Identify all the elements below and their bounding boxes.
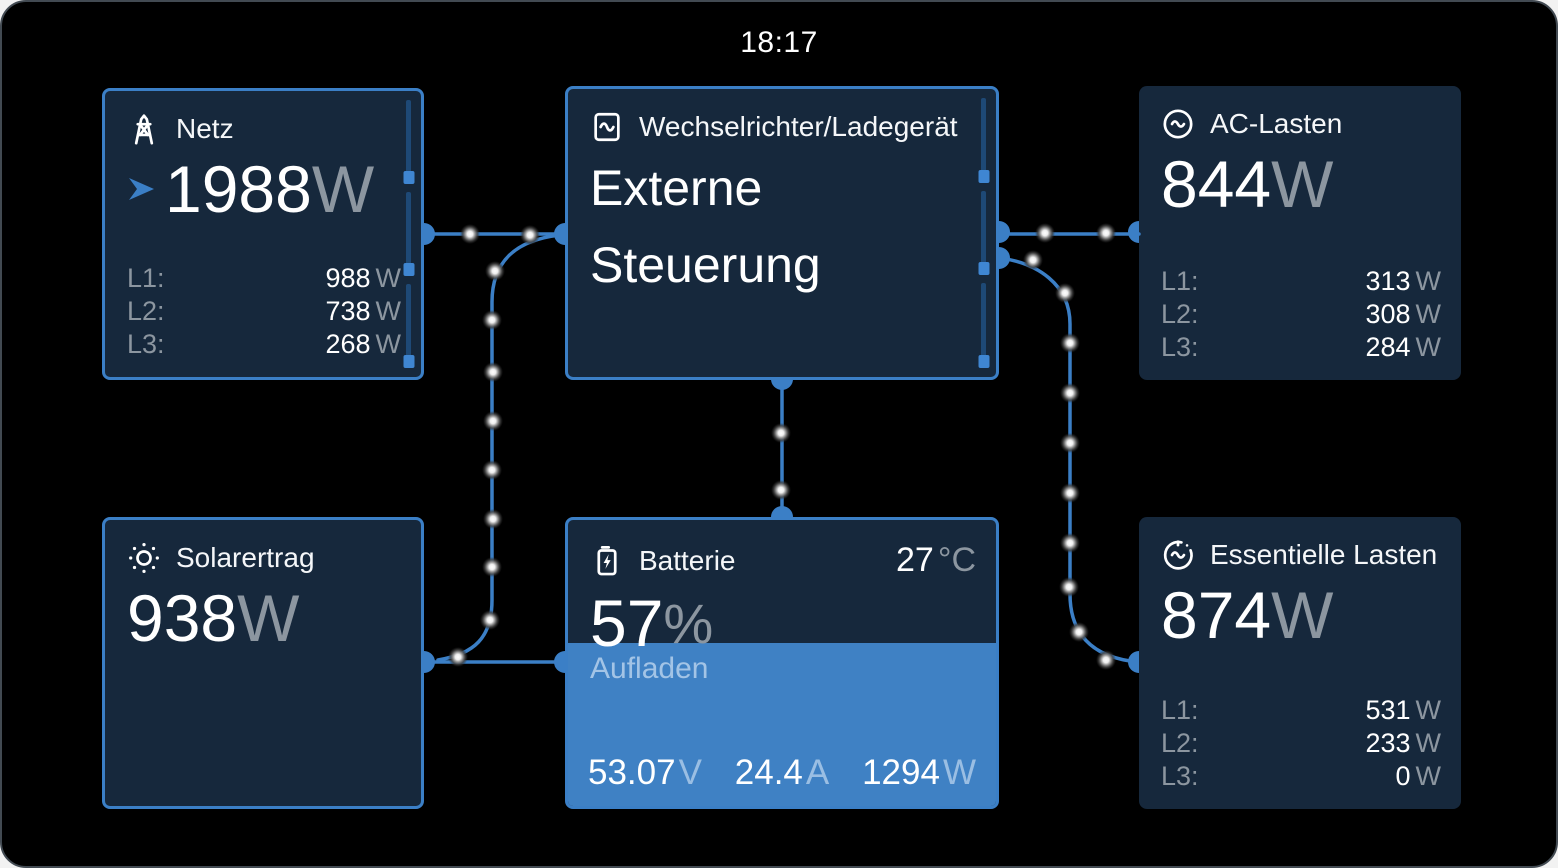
flow-dot bbox=[1060, 383, 1080, 403]
flow-dot bbox=[1059, 577, 1079, 597]
gauge-marker bbox=[978, 355, 989, 369]
connector-node bbox=[1128, 651, 1139, 673]
flow-dot bbox=[480, 610, 500, 630]
flow-dot bbox=[771, 480, 791, 500]
sun-icon bbox=[127, 541, 161, 575]
flow-dot bbox=[482, 310, 502, 330]
card-battery[interactable]: Batterie 27°C 57% Aufladen 53.07V 24.4A … bbox=[565, 517, 999, 809]
flow-dot bbox=[520, 225, 540, 245]
battery-soc: 57% bbox=[590, 586, 714, 660]
connector-node bbox=[1128, 221, 1139, 243]
card-title: Essentielle Lasten bbox=[1210, 539, 1438, 570]
flow-dot bbox=[1035, 223, 1055, 243]
battery-measurements: 53.07V 24.4A 1294W bbox=[588, 753, 976, 793]
battery-power: 1294W bbox=[862, 753, 976, 792]
flow-dot bbox=[1096, 223, 1116, 243]
gauge-segment bbox=[403, 284, 414, 368]
flow-dot bbox=[482, 460, 502, 480]
card-title: Wechselrichter/Ladegerät bbox=[639, 111, 958, 142]
flow-dot bbox=[1023, 250, 1043, 270]
gauge-marker bbox=[978, 262, 989, 276]
connector-node bbox=[771, 379, 793, 390]
card-title: Netz bbox=[176, 113, 234, 144]
import-arrow-icon bbox=[129, 178, 154, 200]
flow-dot bbox=[1060, 533, 1080, 553]
flow-dot bbox=[1096, 650, 1116, 670]
connector-node bbox=[554, 651, 565, 673]
battery-voltage: 53.07V bbox=[588, 753, 702, 792]
flow-dot bbox=[771, 423, 791, 443]
flow-dot bbox=[485, 261, 505, 281]
inverter-status: Externe Steuerung bbox=[590, 160, 821, 293]
connector-node bbox=[771, 506, 793, 517]
connector-node bbox=[999, 247, 1010, 269]
status-clock: 18:17 bbox=[740, 26, 818, 59]
gauge-marker bbox=[403, 263, 414, 276]
gauge-segment bbox=[978, 190, 989, 276]
flow-dot bbox=[483, 362, 503, 382]
gauge-marker bbox=[403, 355, 414, 368]
flow-dot bbox=[1060, 483, 1080, 503]
flow-dot bbox=[1060, 333, 1080, 353]
flow-dot bbox=[482, 557, 502, 577]
card-title: Batterie bbox=[639, 544, 736, 576]
flow-dot bbox=[1060, 433, 1080, 453]
flow-dot bbox=[460, 224, 480, 244]
gauge-segment bbox=[403, 100, 414, 184]
flow-dot bbox=[1055, 283, 1075, 303]
flow-line-inverter-to-essential bbox=[998, 256, 1132, 663]
flow-dot bbox=[483, 411, 503, 431]
battery-icon bbox=[590, 544, 624, 578]
card-inverter[interactable]: Wechselrichter/Ladegerät Externe Steueru… bbox=[565, 86, 999, 380]
card-title: Solarertrag bbox=[176, 542, 315, 573]
battery-state: Aufladen bbox=[590, 651, 709, 685]
gauge-marker bbox=[403, 171, 414, 184]
battery-soc-fill bbox=[568, 642, 996, 806]
three-phase-gauge bbox=[978, 98, 989, 369]
flow-dot bbox=[483, 509, 503, 529]
ac-loads-icon bbox=[1161, 107, 1195, 141]
gauge-marker bbox=[978, 169, 989, 183]
flow-line-grid-to-battery bbox=[436, 233, 562, 662]
card-title: AC-Lasten bbox=[1210, 108, 1343, 139]
connector-node bbox=[424, 223, 435, 245]
inverter-icon bbox=[590, 110, 624, 144]
essential-loads-icon bbox=[1161, 538, 1195, 572]
flow-dot bbox=[1069, 622, 1089, 642]
gauge-segment bbox=[978, 98, 989, 183]
gauge-segment bbox=[978, 283, 989, 369]
connector-node bbox=[999, 221, 1010, 243]
flow-dot bbox=[448, 647, 468, 667]
battery-current: 24.4A bbox=[734, 753, 830, 792]
battery-temperature: 27°C bbox=[896, 541, 976, 579]
connector-node bbox=[424, 651, 435, 673]
grid-pylon-icon bbox=[127, 112, 161, 146]
three-phase-gauge bbox=[403, 100, 414, 368]
connector-node bbox=[554, 223, 565, 245]
gauge-segment bbox=[403, 192, 414, 276]
